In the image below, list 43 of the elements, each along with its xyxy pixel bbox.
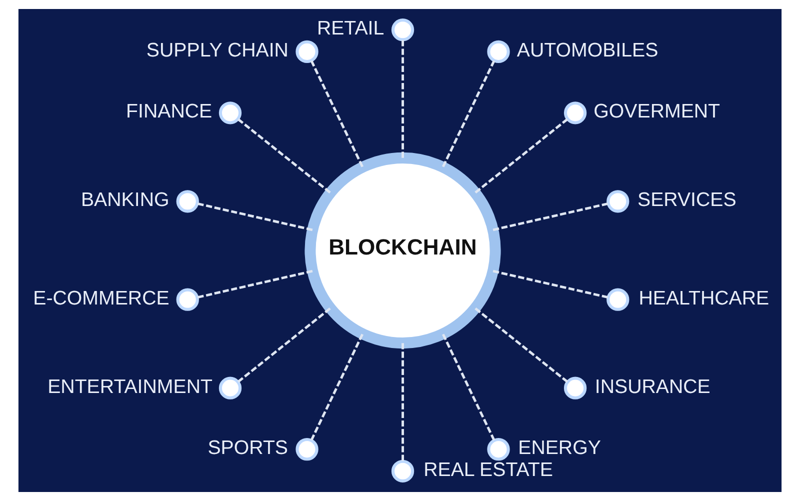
node-label: AUTOMOBILES	[516, 38, 658, 61]
connector	[402, 342, 404, 461]
connector	[237, 118, 331, 193]
node-circle	[296, 40, 318, 63]
node-label: SUPPLY CHAIN	[146, 38, 288, 61]
node-circle	[176, 190, 199, 212]
connector	[310, 333, 364, 440]
node-circle	[487, 437, 510, 460]
node-circle	[391, 459, 414, 482]
node-label: SERVICES	[638, 188, 736, 211]
connector	[492, 202, 609, 231]
node-circle: BLOCKCHAIN	[304, 152, 501, 348]
node-circle	[564, 376, 587, 399]
node-label: BANKING	[80, 188, 170, 211]
connector	[310, 60, 364, 167]
node-circle	[487, 40, 510, 63]
node-label: FINANCE	[126, 100, 212, 122]
node-circle	[176, 288, 199, 310]
connector	[474, 118, 568, 193]
node-circle	[606, 190, 630, 212]
connector	[442, 60, 496, 167]
connector	[196, 202, 313, 231]
node-label: HEALTHCARE	[638, 286, 770, 309]
connector	[474, 307, 568, 382]
node-label: REAL ESTATE	[424, 458, 553, 480]
node-label: ENERGY	[518, 436, 601, 458]
connector	[442, 333, 496, 440]
node-label: RETAIL	[316, 17, 384, 39]
node-label: SPORTS	[208, 436, 288, 458]
node-circle	[218, 376, 242, 399]
node-label: INSURANCE	[594, 375, 710, 398]
node-circle	[391, 18, 414, 41]
node-circle	[218, 101, 242, 124]
node-label: GOVERMENT	[594, 100, 720, 122]
connector	[402, 39, 404, 158]
node-circle	[296, 437, 318, 460]
connector	[196, 269, 313, 298]
node-label: E-COMMERCE	[33, 286, 170, 309]
connector	[237, 307, 331, 382]
node-label: ENTERTAINMENT	[48, 375, 212, 398]
node-circle	[606, 288, 630, 310]
connector	[492, 269, 609, 298]
node-circle	[564, 101, 587, 124]
